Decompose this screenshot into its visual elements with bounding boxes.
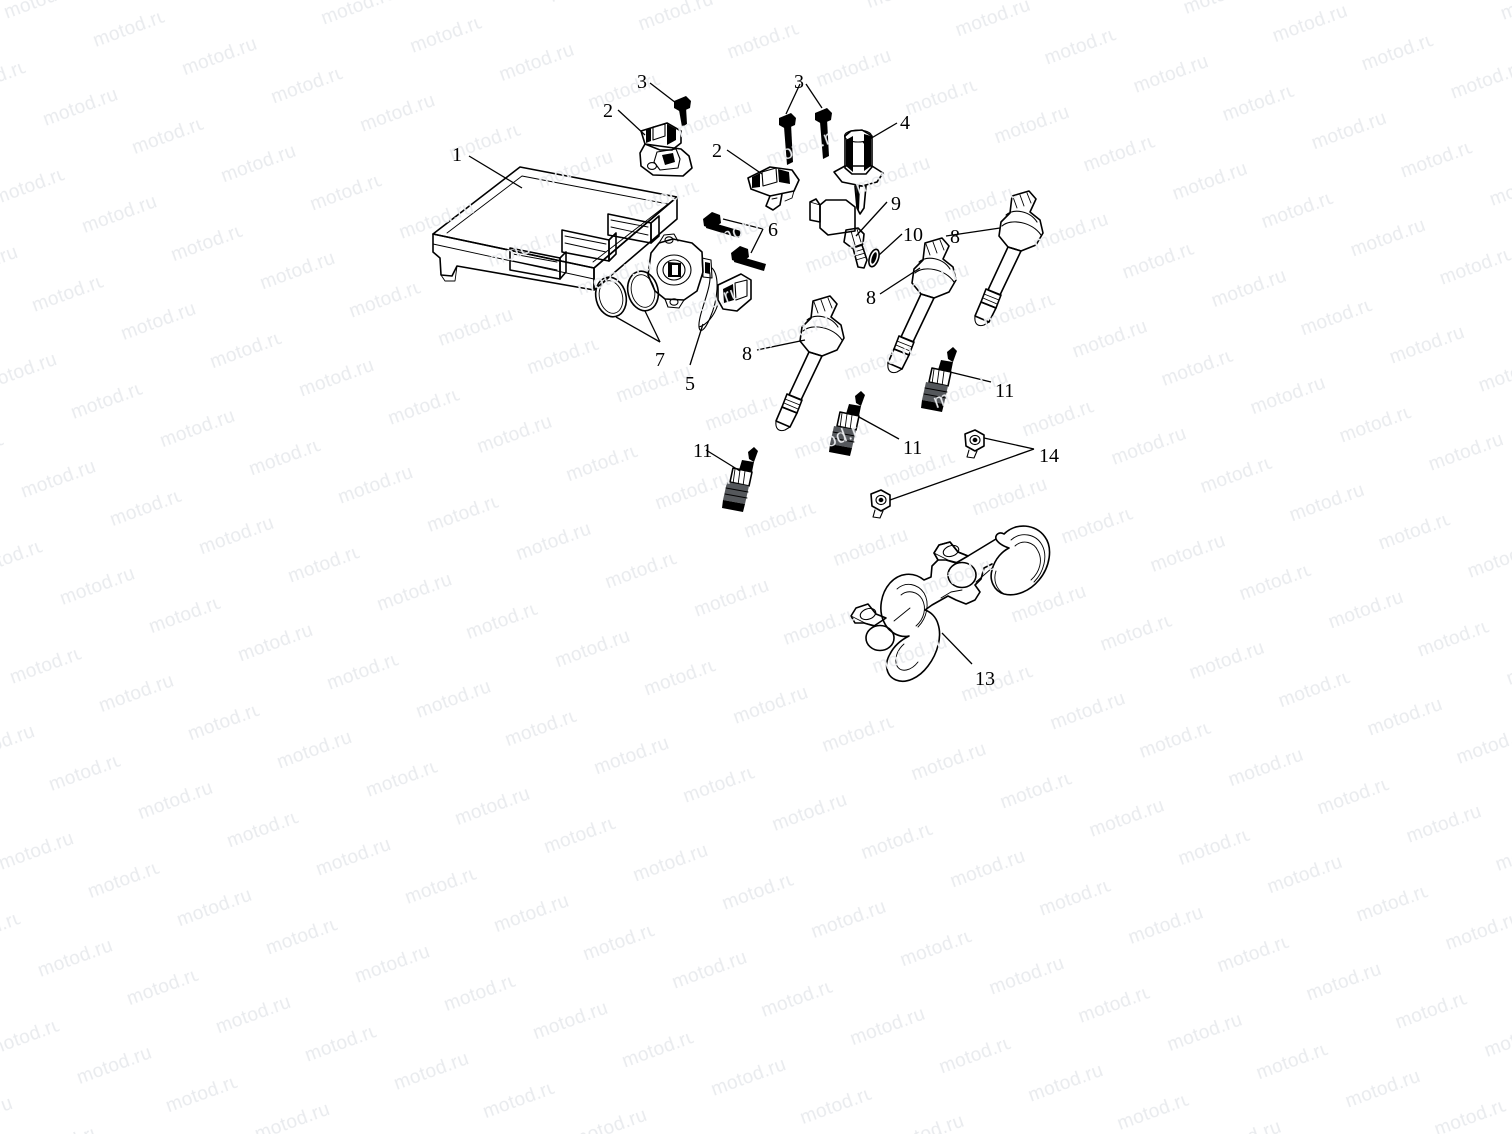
callout-label-11c: 11 [693, 440, 713, 462]
callout-label-14: 14 [1039, 445, 1059, 467]
callout-label-3b: 3 [794, 71, 804, 93]
callout-label-8a: 8 [950, 226, 960, 248]
callout-label-13: 13 [975, 668, 995, 690]
callout-label-9: 9 [891, 193, 901, 215]
callout-label-11a: 11 [995, 380, 1015, 402]
callout-label-5: 5 [685, 373, 695, 395]
callout-label-10: 10 [903, 224, 923, 246]
callout-label-4: 4 [900, 112, 910, 134]
callout-label-6: 6 [768, 219, 778, 241]
callout-label-8c: 8 [742, 343, 752, 365]
callout-label-2a: 2 [603, 100, 613, 122]
callout-label-11b: 11 [903, 437, 923, 459]
callout-label-8b: 8 [866, 287, 876, 309]
callout-label-1: 1 [452, 144, 462, 166]
callout-label-2b: 2 [712, 140, 722, 162]
callout-label-3a: 3 [637, 71, 647, 93]
callout-label-7: 7 [655, 349, 665, 371]
